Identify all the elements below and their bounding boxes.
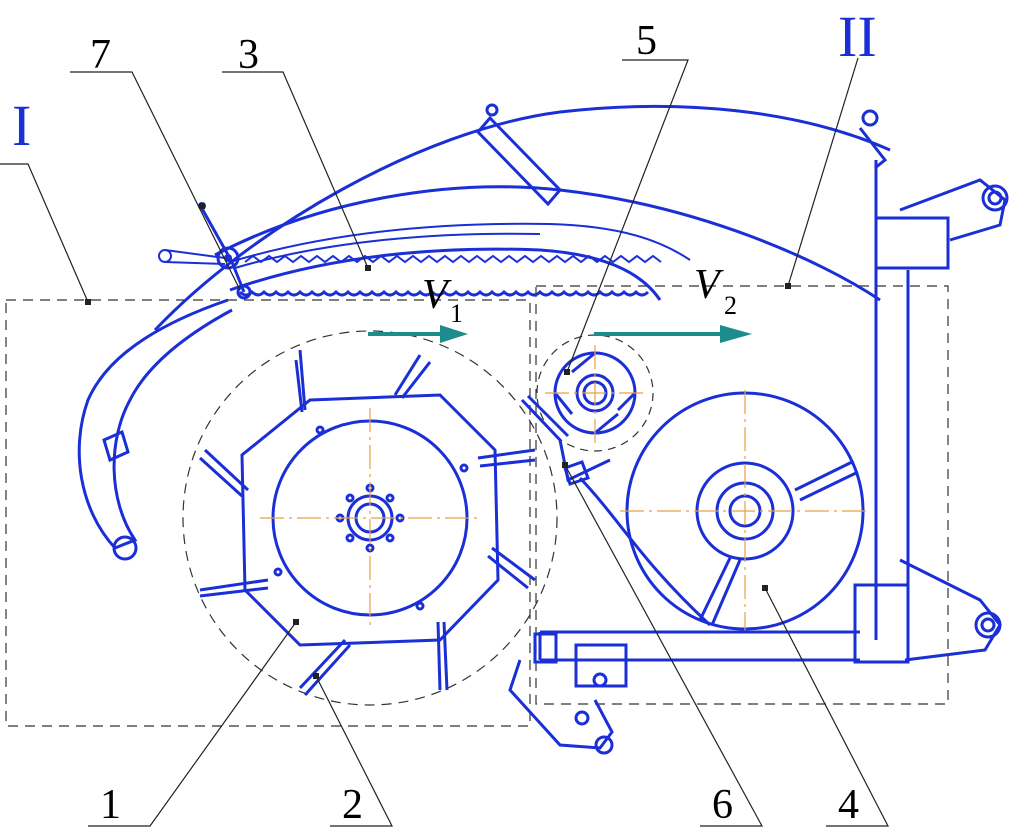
zone-1-boundary [5, 299, 531, 727]
part-4-label: 4 [838, 782, 859, 828]
part-3-label: 3 [238, 32, 259, 78]
left-side-plate [77, 298, 233, 561]
velocity-arrows [368, 325, 752, 343]
upper-hood [153, 103, 891, 332]
velocity-1-symbol: V [422, 272, 452, 318]
velocity-1-arrowhead [440, 325, 468, 343]
velocity-2-symbol: V [694, 262, 724, 308]
large-drum [620, 390, 870, 632]
small-drum [536, 334, 654, 452]
part-1-label: 1 [100, 782, 121, 828]
zone-1-label: I [12, 93, 31, 158]
part-5-label: 5 [636, 18, 657, 64]
rotor-assembly [182, 330, 558, 706]
velocity-2-arrowhead [720, 325, 752, 343]
right-frame [508, 160, 1009, 755]
velocity-2-subscript: 2 [724, 291, 737, 320]
velocity-1-subscript: 1 [450, 299, 463, 328]
zone-2-label: II [838, 4, 877, 69]
part-6-label: 6 [712, 782, 733, 828]
deflector [520, 394, 712, 627]
zone-boundaries [5, 285, 949, 727]
part-2-label: 2 [342, 782, 363, 828]
part-7-label: 7 [90, 32, 111, 78]
leader-lines [0, 57, 889, 827]
zone-2-boundary [535, 285, 949, 705]
